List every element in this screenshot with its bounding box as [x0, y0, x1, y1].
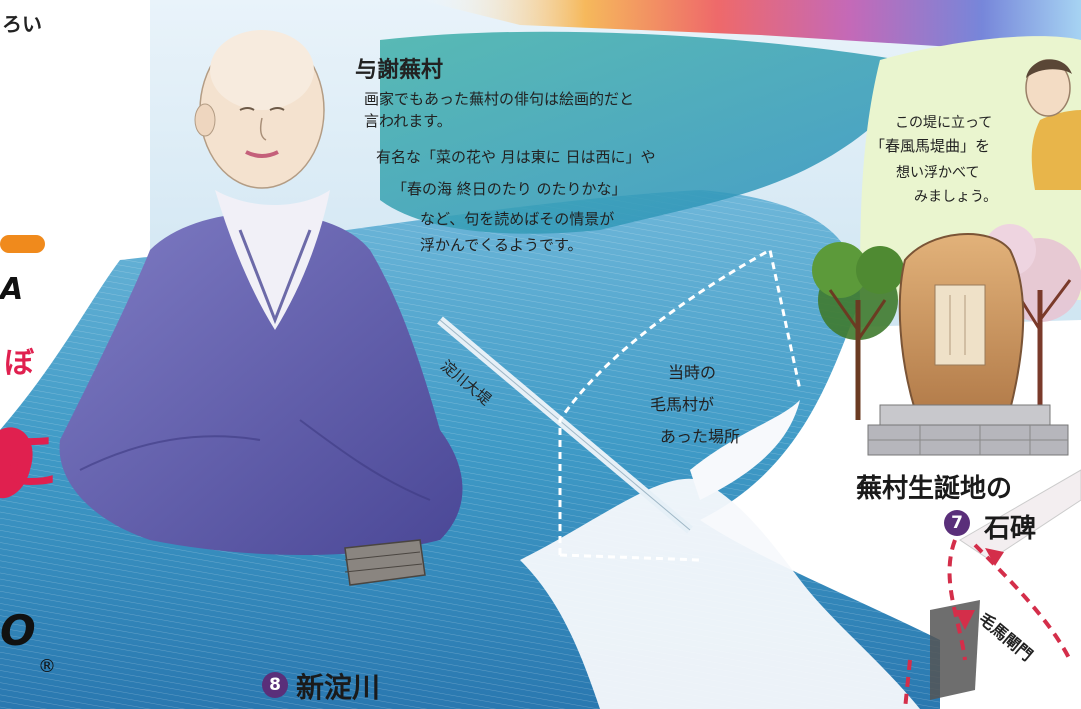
walking-route [903, 539, 1072, 709]
village-note-line-1: 当時の [668, 363, 717, 382]
buson-note-line-5: など、句を読めばその情景が [420, 210, 615, 228]
registered-mark: ® [38, 656, 56, 677]
landmark-8-badge[interactable]: 8 [262, 672, 288, 698]
visitor-note-line-1: この堤に立って [895, 115, 993, 131]
corner-text: ろい [2, 12, 42, 36]
brand-graphic [0, 235, 45, 499]
visitor-note-line-2: 「春風馬堤曲」を [870, 137, 991, 155]
brand-kana-bo: ぼ [4, 346, 34, 381]
landmark-8-label: 新淀川 [296, 671, 381, 704]
monument-scene [812, 224, 1081, 700]
landmark-7-label: 石碑 [984, 514, 1037, 544]
buson-note-line-6: 浮かんでくるようです。 [420, 236, 583, 254]
village-note-line-3: あった場所 [660, 427, 741, 446]
landmark-7-badge[interactable]: 7 [944, 510, 970, 536]
buson-note-line-4: 「春の海 終日のたり のたりかな」 [392, 180, 627, 198]
landmark-7-title: 蕪村生誕地の [856, 474, 1013, 504]
buson-name: 与謝蕪村 [355, 57, 444, 83]
buson-note-line-1: 画家でもあった蕪村の俳句は絵画的だと [364, 90, 635, 108]
brand-letter-o: O [0, 606, 36, 655]
buson-note-line-2: 言われます。 [364, 112, 452, 130]
buson-note-line-3: 有名な「菜の花や 月は東に 日は西に」や [376, 148, 656, 166]
buson-figure [59, 30, 463, 586]
brand-kana-ko: こ [0, 424, 63, 497]
village-note-line-2: 毛馬村が [650, 395, 715, 414]
brand-letter-a: A [0, 272, 24, 307]
visitor-figure [1025, 59, 1081, 190]
visitor-note-line-3: 想い浮かべて [896, 165, 980, 181]
visitor-note-line-4: みましょう。 [914, 189, 998, 205]
